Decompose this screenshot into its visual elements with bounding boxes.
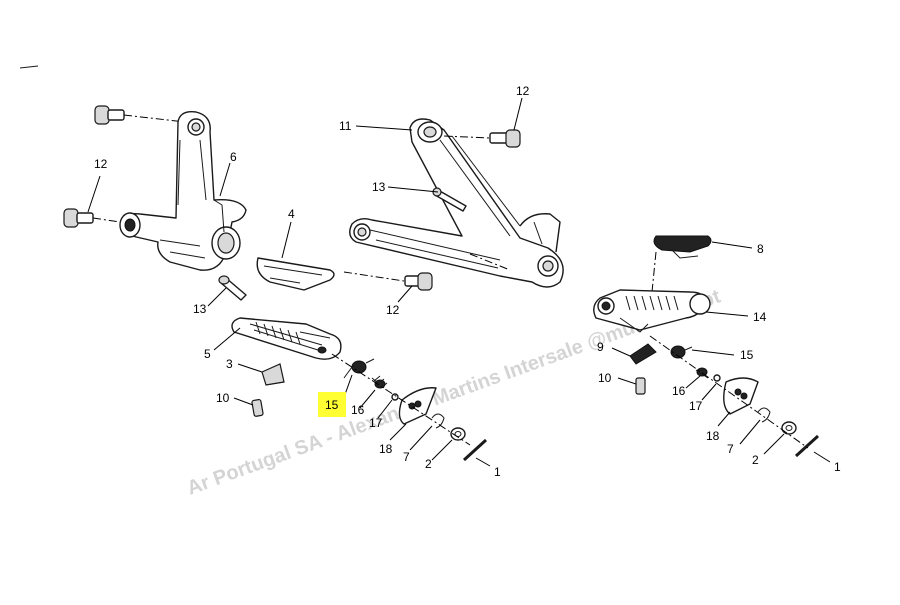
callout-12-top-right: 12 [516, 84, 530, 98]
spring-15-right [670, 345, 693, 359]
bolt-12-lower-left [63, 208, 94, 228]
callout-18-right: 18 [706, 429, 720, 443]
bush-3 [261, 363, 285, 386]
pin-13-left [218, 275, 247, 301]
callout-12-middle: 12 [386, 303, 400, 317]
callout-1-right: 1 [834, 460, 841, 474]
bolt-10-right [635, 377, 646, 395]
bolt-10-left [251, 398, 264, 417]
right-bracket-assembly [343, 118, 564, 291]
bush-9 [629, 343, 657, 365]
spring-16-left [371, 375, 388, 389]
plate-18-left [398, 387, 437, 425]
callout-4: 4 [288, 207, 295, 221]
spring-16-right [695, 367, 709, 379]
ball-17-left [391, 393, 399, 401]
callout-2-left: 2 [425, 457, 432, 471]
bolt-12-top-right [489, 129, 521, 148]
right-footpeg-assembly [593, 235, 820, 458]
callout-2-right: 2 [752, 453, 759, 467]
callout-14: 14 [753, 310, 767, 324]
bolt-12-top-left [94, 105, 125, 125]
callout-17-right: 17 [689, 399, 703, 413]
callout-13-right: 13 [372, 180, 386, 194]
ball-17-right [713, 374, 721, 382]
callout-17-left: 17 [369, 416, 383, 430]
callout-1-left: 1 [494, 465, 501, 479]
callout-3: 3 [226, 357, 233, 371]
callout-16-right: 16 [672, 384, 686, 398]
pin-13-right [432, 187, 467, 212]
washer-2-right [781, 421, 797, 435]
clip-7-right [757, 407, 771, 423]
callout-16-left: 16 [351, 403, 365, 417]
callout-11: 11 [339, 119, 352, 133]
callout-numbers: 12 6 4 13 5 3 10 15 16 17 18 7 2 1 11 12… [94, 84, 841, 479]
spring-15-left [343, 358, 375, 379]
callout-highlight [318, 392, 346, 417]
callout-18-left: 18 [379, 442, 393, 456]
callout-15-right: 15 [740, 348, 754, 362]
callout-6: 6 [230, 150, 237, 164]
rear-bracket-6 [119, 111, 247, 271]
callout-12-top-left: 12 [94, 157, 108, 171]
callout-5: 5 [204, 347, 211, 361]
bolt-12-middle [404, 272, 433, 291]
callout-7-right: 7 [727, 442, 734, 456]
footpeg-14 [593, 289, 711, 333]
pin-1-right [794, 434, 820, 458]
callout-15-left: 15 [325, 398, 339, 412]
pin-1-left [462, 438, 488, 462]
callout-13-left: 13 [193, 302, 207, 316]
left-assembly [63, 105, 488, 462]
cover-4 [256, 257, 335, 291]
cover-8 [653, 235, 712, 259]
corner-mark [19, 65, 39, 69]
washer-2-left [450, 427, 466, 441]
callout-10-left: 10 [216, 391, 230, 405]
clip-7-left [431, 413, 445, 429]
callout-9: 9 [597, 340, 604, 354]
callout-10-right: 10 [598, 371, 612, 385]
plate-18-right [723, 377, 759, 415]
footpeg-5 [231, 317, 342, 360]
callout-8: 8 [757, 242, 764, 256]
callout-7-left: 7 [403, 450, 410, 464]
